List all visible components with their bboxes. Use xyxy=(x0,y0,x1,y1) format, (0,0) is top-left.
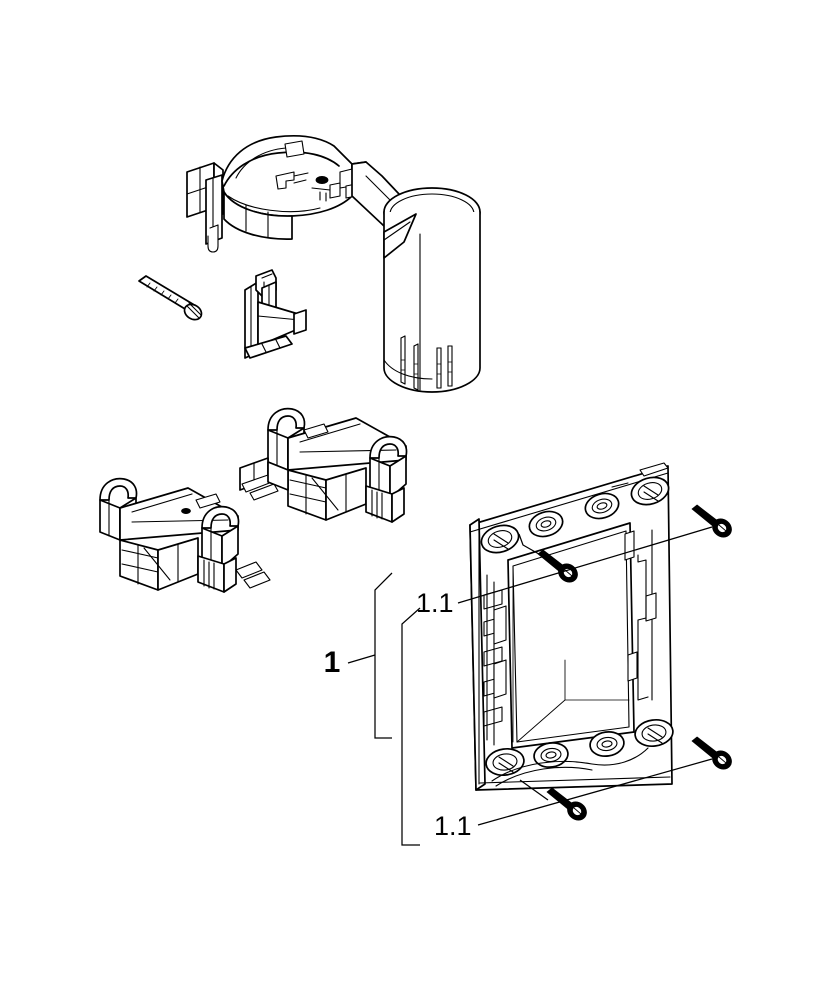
frame-boss-bottom-4 xyxy=(634,719,674,747)
part-clip-bracket-right xyxy=(239,407,408,523)
part-mounting-frame-plate xyxy=(469,462,674,791)
part-oval-container xyxy=(383,187,481,393)
part-triangular-gusset-bracket xyxy=(244,269,307,359)
frame-boss-top-1 xyxy=(480,524,520,554)
part-clip-bracket-left xyxy=(99,477,271,593)
callout-bracket-1 xyxy=(347,572,393,739)
part-long-slotted-screw xyxy=(138,275,203,321)
callout-bracket-1-1 xyxy=(401,607,421,846)
part-pan-head-screw-top-right xyxy=(691,504,732,538)
frame-boss-top-4 xyxy=(630,476,670,506)
frame-boss-bottom-3 xyxy=(589,731,625,757)
part-pan-head-screw-bottom-middle xyxy=(546,787,587,821)
frame-boss-top-2 xyxy=(528,510,564,538)
frame-boss-top-3 xyxy=(584,492,620,520)
callout-label-1: 1 xyxy=(324,646,341,679)
part-hood-cover xyxy=(186,135,417,253)
callout-label-1-1-bottom: 1.1 xyxy=(434,811,472,841)
callout-construction-lines xyxy=(457,526,713,826)
callout-label-1-1-top: 1.1 xyxy=(416,588,454,618)
frame-boss-bottom-1 xyxy=(485,748,525,776)
part-pan-head-screw-bottom-right xyxy=(691,736,732,770)
